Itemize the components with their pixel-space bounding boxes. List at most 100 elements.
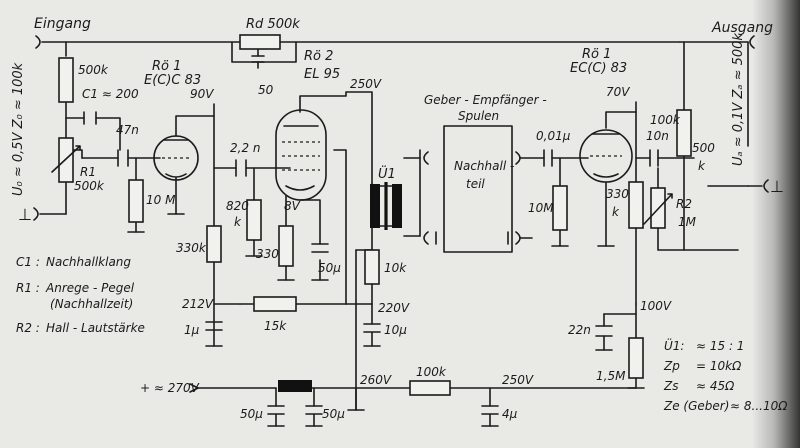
val-v-250b: 250V <box>502 373 534 387</box>
legend-text: Anrege - Pegel <box>45 281 135 295</box>
resistor-10m <box>128 179 144 223</box>
label-tube2-type: EL 95 <box>304 67 340 82</box>
val-c-1u: 1µ <box>184 323 200 337</box>
transformer-u1 <box>370 182 402 230</box>
spec-name: Zp <box>663 359 680 373</box>
spec-value: = 10kΩ <box>696 359 742 373</box>
label-tube3-type: EC(C) 83 <box>570 61 627 76</box>
supply-choke <box>278 380 312 392</box>
input-jack <box>35 35 41 49</box>
spec-name: Ü1: <box>664 337 684 353</box>
resistor-100k-b <box>409 380 451 396</box>
capacitor-47n <box>117 149 129 167</box>
val-v-260: 260V <box>360 373 392 387</box>
resistor-1-5m <box>628 337 644 379</box>
resistor-15k <box>253 296 297 312</box>
label-tube2: Rö 2 <box>304 49 333 64</box>
reverb-unit-box <box>443 125 513 253</box>
capacitor-0-01u <box>543 149 553 167</box>
capacitor-10u <box>363 323 381 347</box>
val-c-10n: 10n <box>646 129 669 143</box>
label-coils2: Spulen <box>458 109 499 123</box>
capacitor-50u-cathode <box>311 243 329 253</box>
val-v-70: 70V <box>606 85 630 99</box>
val-v-212: 212V <box>182 297 214 311</box>
resistor-input-500k <box>58 57 74 103</box>
val-c-50u-b: 50µ <box>322 407 345 421</box>
spec-name: Zs <box>663 379 678 393</box>
transformer-specs: Ü1: ≈ 15 : 1 Zp = 10kΩ Zs ≈ 45Ω Ze (Gebe… <box>663 337 788 413</box>
capacitor-50u-b <box>305 405 323 427</box>
capacitor-2-2n <box>235 159 247 177</box>
label-ground-in: ⊥ <box>18 205 32 224</box>
val-c1: C1 ≈ 200 <box>82 87 139 101</box>
val-r2-name: R2 <box>676 197 692 211</box>
resistors <box>58 34 692 396</box>
val-r-100k-b: 100k <box>416 365 447 379</box>
label-input: Eingang <box>34 16 91 32</box>
legend-sym: R1 : <box>16 281 40 295</box>
val-c-50u: 50µ <box>318 261 341 275</box>
output-jack <box>749 35 755 49</box>
val-v-8: 8V <box>284 199 301 213</box>
val-c-47n: 47n <box>116 123 139 137</box>
capacitor-22n <box>595 325 613 337</box>
val-r-15m: 1,5M <box>596 369 626 383</box>
resistor-330k <box>206 225 222 263</box>
resistor-10k <box>364 249 380 285</box>
val-r-500k-b-unit: k <box>698 159 706 173</box>
supply-arrow <box>189 383 199 393</box>
label-u-input: U₀ ≈ 0,5V Z₀ ≈ 100k <box>11 62 26 196</box>
val-c-001: 0,01µ <box>536 129 571 143</box>
val-rd: Rd 500k <box>246 17 300 32</box>
val-c-22n: 2,2 n <box>230 141 261 155</box>
label-u-output: Uₐ ≈ 0,1V Zₐ ≈ 500k <box>731 33 746 166</box>
val-r-330: 330 <box>256 247 279 261</box>
wiring <box>39 41 763 411</box>
val-r-10k: 10k <box>384 261 407 275</box>
capacitor-c1 <box>83 111 97 125</box>
legend-text: Nachhallklang <box>46 255 131 269</box>
label-tube1: Rö 1 <box>152 59 181 74</box>
label-tube1-type: E(C)C 83 <box>144 73 201 88</box>
capacitor-4u <box>481 405 499 427</box>
capacitor-rd-bypass <box>251 55 265 63</box>
capacitor-50u-a <box>267 405 285 427</box>
val-r-in: 500k <box>78 63 109 77</box>
val-r-500k-b: 500 <box>692 141 715 155</box>
val-v-90: 90V <box>190 87 214 101</box>
val-r-820k: 820 <box>226 199 249 213</box>
tube-2 <box>275 109 327 201</box>
val-r-100k: 100k <box>650 113 681 127</box>
val-c-22n-b: 22n <box>568 323 591 337</box>
legend: C1 : Nachhallklang R1 : Anrege - Pegel (… <box>16 255 145 335</box>
label-transformer: Ü1 <box>378 165 396 182</box>
label-reverb2: teil <box>466 177 485 191</box>
spec-value: ≈ 45Ω <box>696 379 735 393</box>
coil-jack-out-b <box>507 231 521 245</box>
val-r1-name: R1 <box>80 165 96 179</box>
val-r-330k: 330k <box>176 241 207 255</box>
resistor-330 <box>278 225 294 267</box>
ground-jack-out <box>763 179 769 193</box>
capacitor-1u <box>205 321 223 331</box>
val-v-100: 100V <box>640 299 672 313</box>
val-r1: 500k <box>74 179 105 193</box>
ground-jack-in <box>33 207 39 221</box>
resistor-820k <box>246 199 262 241</box>
tube-1 <box>153 135 199 181</box>
val-r2: 1M <box>678 215 697 229</box>
val-r-330k-b-unit: k <box>612 205 620 219</box>
legend-sym: C1 : <box>16 255 40 269</box>
val-supply: + ≈ 270V <box>140 381 200 395</box>
legend-sym: R2 : <box>16 321 40 335</box>
coil-jack-out <box>515 151 521 165</box>
val-c-4u: 4µ <box>502 407 518 421</box>
legend-text: (Nachhallzeit) <box>50 297 133 311</box>
tube-3 <box>579 129 633 183</box>
spec-value: ≈ 8...10Ω <box>730 399 788 413</box>
label-coils: Geber - Empfänger - <box>424 93 547 107</box>
label-ground-out: ⊥ <box>770 177 784 196</box>
